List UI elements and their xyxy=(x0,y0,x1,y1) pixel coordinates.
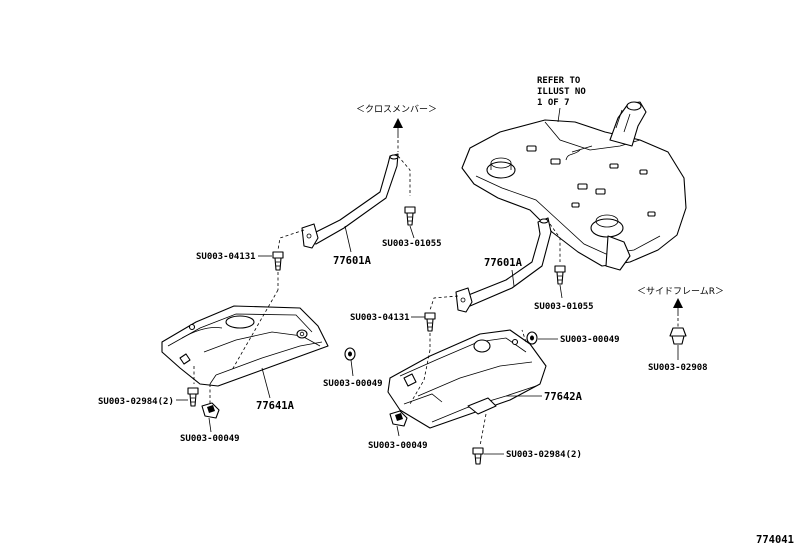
clip-su003-00049-center-bot: SU003-00049 xyxy=(368,410,428,451)
bolt-su003-02984-left: SU003-02984(2) xyxy=(98,387,199,407)
grommet-su003-02908: SU003-02908 xyxy=(648,327,708,373)
clip-su003-00049-left-bot: SU003-00049 xyxy=(180,402,240,444)
bolt-su003-02984-right: SU003-02984(2) xyxy=(472,447,582,465)
label-su003-02984-right: SU003-02984(2) xyxy=(506,450,582,460)
label-77601a-left: 77601A xyxy=(333,255,372,267)
refer-note: REFER TO ILLUST NO 1 OF 7 xyxy=(537,76,586,123)
label-su003-00049-right-top: SU003-00049 xyxy=(560,335,620,345)
fuel-tank xyxy=(461,101,687,271)
refer-note-line-3: 1 OF 7 xyxy=(537,98,570,108)
label-su003-00049-left-mid: SU003-00049 xyxy=(323,379,383,389)
refer-note-line-1: REFER TO xyxy=(537,76,581,86)
under-cover-77642a: 77642A xyxy=(387,329,583,447)
bolt-su003-01055-left: SU003-01055 xyxy=(382,206,442,249)
label-su003-04131-left: SU003-04131 xyxy=(196,252,256,262)
label-su003-04131-right: SU003-04131 xyxy=(350,313,410,323)
crossmember-label: ＜クロスメンバー＞ xyxy=(356,104,437,115)
label-su003-01055-left: SU003-01055 xyxy=(382,239,442,249)
bolt-su003-04131-right: SU003-04131 xyxy=(350,312,436,350)
side-frame-label: ＜サイドフレームR＞ xyxy=(637,286,724,297)
bolt-su003-01055-right: SU003-01055 xyxy=(534,265,594,312)
refer-note-line-2: ILLUST NO xyxy=(537,87,586,97)
label-77642a: 77642A xyxy=(544,391,583,403)
illustration-number: 774041 xyxy=(756,534,794,546)
label-su003-02984-left: SU003-02984(2) xyxy=(98,397,174,407)
side-frame-arrow: ＜サイドフレームR＞ xyxy=(637,286,724,328)
label-77641a: 77641A xyxy=(256,400,295,412)
strap-77601a-left: 77601A xyxy=(277,153,411,267)
label-su003-01055-right: SU003-01055 xyxy=(534,302,594,312)
strap-77601a-right: 77601A xyxy=(429,217,561,313)
under-cover-77641a: 77641A xyxy=(161,289,329,412)
nut-su003-00049-left-mid: SU003-00049 xyxy=(323,347,383,389)
label-su003-00049-left-bot: SU003-00049 xyxy=(180,434,240,444)
nut-su003-00049-right-top: SU003-00049 xyxy=(526,331,620,345)
crossmember-arrow: ＜クロスメンバー＞ xyxy=(356,104,437,152)
bolt-su003-04131-left: SU003-04131 xyxy=(196,251,284,290)
label-su003-00049-center-bot: SU003-00049 xyxy=(368,441,428,451)
label-77601a-right: 77601A xyxy=(484,257,523,269)
label-su003-02908: SU003-02908 xyxy=(648,363,708,373)
